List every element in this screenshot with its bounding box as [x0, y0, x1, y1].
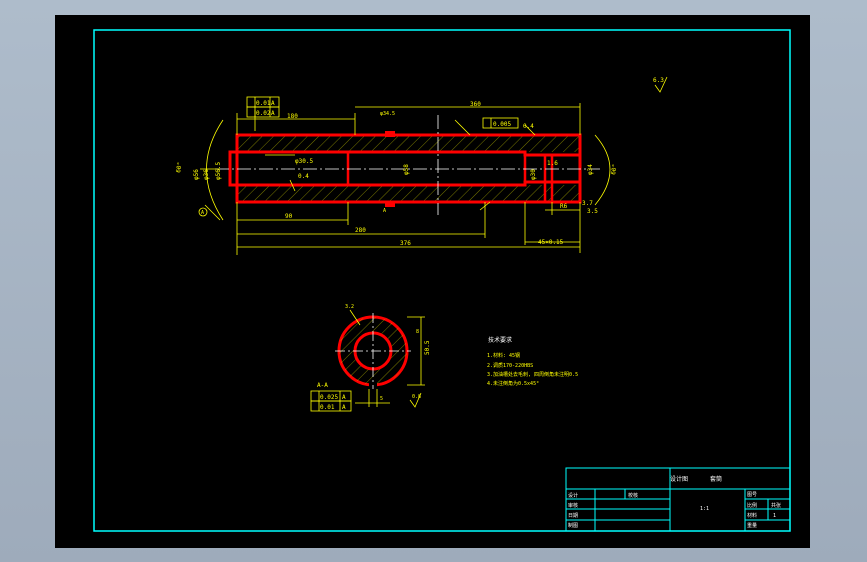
notes-line-4: 4.未注倒角为0.5x45°: [487, 380, 539, 387]
roughness-symbol: [654, 76, 668, 93]
drawing-sheet: 180 360 90 280 376 45×0.15 R6 3.5 3.7 60…: [55, 15, 810, 548]
tb-scale: 1:1: [700, 506, 709, 512]
tech-notes: 技术要求 1.材料: 45钢 2.调质170-220HBS 3.加油槽处去毛刺,…: [487, 336, 578, 387]
datum-a-label: A: [201, 210, 204, 216]
datum-circle: [198, 207, 208, 217]
tol-top2-datum: A: [271, 110, 275, 117]
tol-bot2-value: 0.01: [320, 404, 335, 411]
main-view: 180 360 90 280 376 45×0.15 R6 3.5 3.7 60…: [175, 76, 668, 412]
tolerance-frames: [246, 96, 519, 412]
dim-r04b: 0.4: [523, 123, 534, 130]
title-block: 设计图 套筒 设计 校核 审核 日期 制图 1:1 图号 比例 材料 重量 共张…: [565, 467, 791, 532]
tol-top1-value: 0.01: [256, 100, 271, 107]
notes-line-1: 1.材料: 45钢: [487, 352, 520, 359]
outline-left-end: [228, 150, 239, 187]
dim-60-right: 60°: [610, 163, 619, 175]
tol-bot1-value: 0.025: [320, 394, 338, 401]
dim-label-dia3: φ34.5: [380, 111, 395, 117]
dim-180: 180: [287, 113, 298, 120]
tb-mark: 比例: [747, 502, 757, 509]
tb-checker: 校核: [628, 492, 638, 499]
dim-60-left: 60°: [175, 161, 184, 173]
section-cut-label: A: [383, 208, 386, 214]
wall-top-hatch: [237, 135, 580, 152]
dim-280: 280: [355, 227, 366, 234]
notes-title: 技术要求: [488, 336, 512, 344]
section-ra-top: 3.2: [345, 304, 354, 310]
section-view: 50.5 8 5 0.8 3.2 A-A: [317, 304, 431, 408]
tb-approver: 审核: [568, 502, 578, 509]
dim-dia30: φ30: [530, 169, 537, 180]
dim-r16: 1.6: [547, 160, 558, 167]
tb-drawn: 制图: [568, 522, 578, 529]
dim-r6: R6: [560, 203, 568, 210]
tol-bot1-datum: A: [342, 394, 346, 401]
roughness-global: 6.3: [653, 77, 664, 84]
dim-360: 360: [470, 101, 481, 108]
section-dim-s1: 5: [380, 396, 383, 402]
dim-90: 90: [285, 213, 293, 220]
tb-count-label: 材料: [747, 512, 757, 519]
tb-part-name: 套筒: [710, 475, 722, 483]
notes-line-3: 3.加油槽处去毛刺, 四周倒角未注明0.5: [487, 371, 578, 378]
dimension-lines: [200, 103, 611, 255]
section-dims: [349, 309, 425, 408]
oil-groove-bottom: [385, 201, 395, 207]
dim-376: 376: [400, 240, 411, 247]
tol-top1-datum: A: [271, 100, 275, 107]
frame-border: [93, 29, 791, 532]
oil-groove-top: [385, 131, 395, 137]
tol-bot2-datum: A: [342, 404, 346, 411]
dim-3-7: 3.7: [582, 200, 593, 207]
dim-45x015: 45×0.15: [538, 239, 564, 246]
notes-line-2: 2.调质170-220HBS: [487, 362, 533, 369]
tb-sheet: 共张: [771, 502, 781, 509]
section-dim-flat-height: 50.5: [424, 340, 431, 355]
wall-bottom-hatch: [237, 185, 580, 202]
dim-dia34: φ34: [587, 164, 594, 175]
dim-r04a: 0.4: [298, 173, 309, 180]
section-title: A-A: [317, 382, 328, 389]
tb-date: 日期: [568, 513, 578, 519]
tb-count: 1: [773, 513, 776, 519]
dim-dia56: φ56: [193, 169, 200, 180]
tb-design-no: 设计图: [670, 475, 688, 483]
tol-top2-value: 0.02: [256, 110, 271, 117]
dim-3-5: 3.5: [587, 208, 598, 215]
dim-dia58: φ58: [403, 164, 410, 175]
dim-label-dia2: φ56.5: [215, 162, 222, 180]
dim-label-dia: φ30.5: [295, 158, 313, 165]
section-dim-flat: 8: [416, 329, 419, 335]
tb-designer: 设计: [568, 492, 578, 499]
tol-mid1-value: 0.005: [493, 121, 511, 128]
section-ra: 0.8: [412, 394, 421, 400]
drawing-canvas: 180 360 90 280 376 45×0.15 R6 3.5 3.7 60…: [93, 29, 791, 532]
tb-code: 图号: [747, 492, 757, 498]
dim-dia36: φ36: [203, 169, 210, 180]
tb-weight: 重量: [747, 522, 757, 529]
